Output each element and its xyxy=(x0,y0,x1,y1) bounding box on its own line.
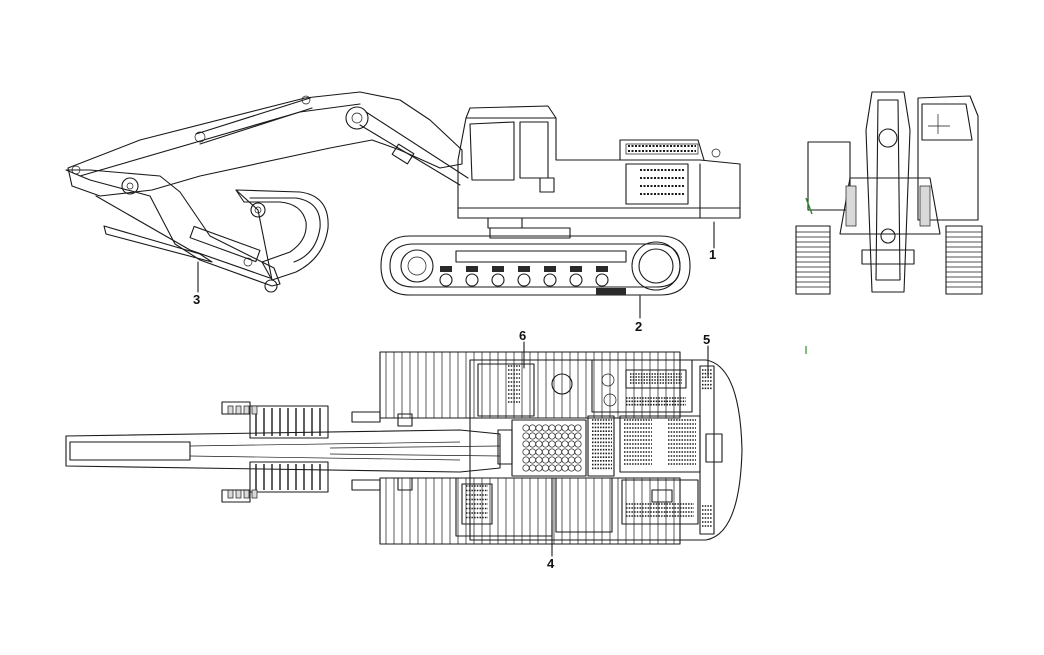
engine-block xyxy=(497,424,582,472)
callout-4: 4 xyxy=(547,556,555,571)
side-boom xyxy=(67,91,469,197)
front-view xyxy=(795,91,983,295)
side-view xyxy=(65,91,741,296)
callout-3: 3 xyxy=(193,292,200,307)
callout-5: 5 xyxy=(703,332,710,347)
side-bucket xyxy=(235,189,329,281)
callout-1: 1 xyxy=(709,247,716,262)
callout-leaders xyxy=(197,221,715,557)
side-arm xyxy=(65,165,281,293)
side-upper xyxy=(457,105,741,229)
top-tracks xyxy=(379,351,681,545)
top-view xyxy=(65,346,807,545)
side-track xyxy=(380,227,691,296)
callout-2: 2 xyxy=(635,319,642,334)
callout-6: 6 xyxy=(519,328,526,343)
